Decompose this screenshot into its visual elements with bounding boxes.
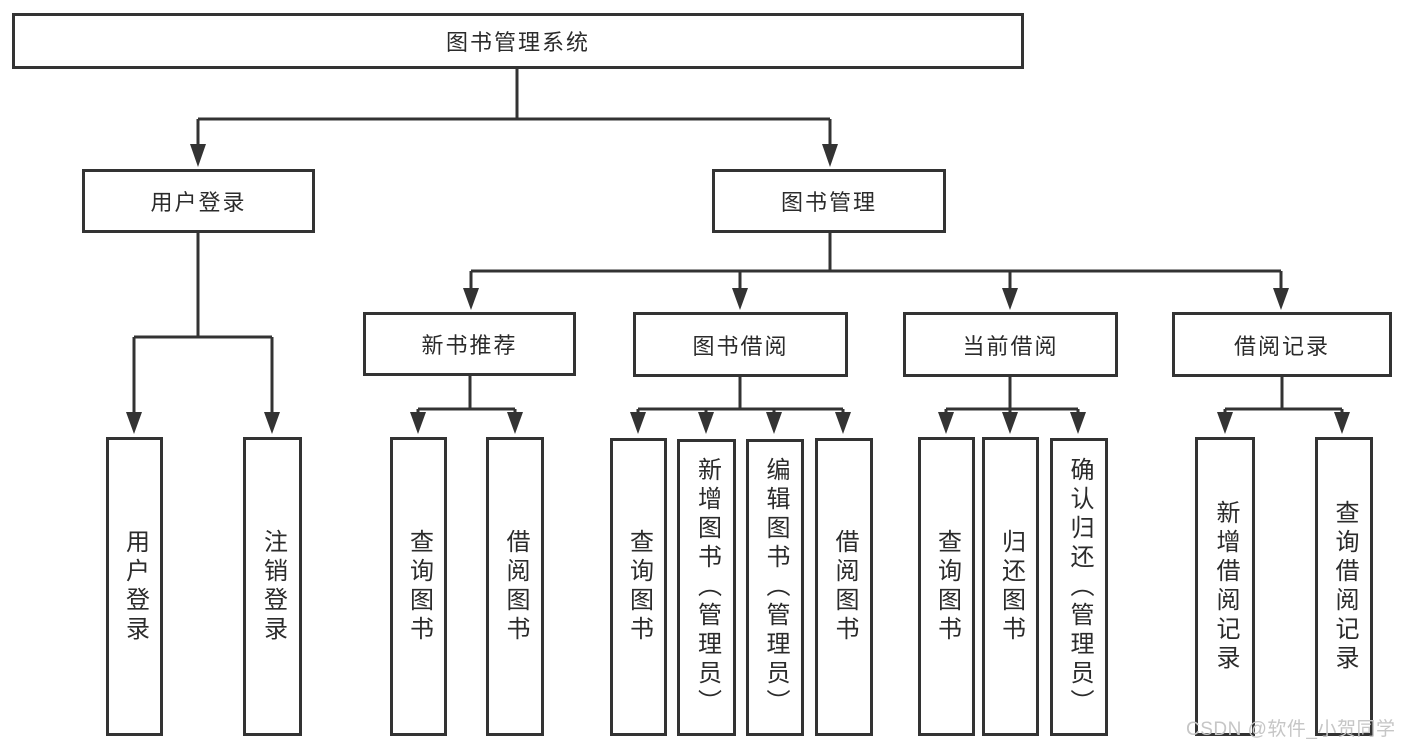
node-label: 注销登录 (259, 528, 287, 645)
node-label: 图书借阅 (692, 333, 789, 359)
node-nbr-query-books: 查询图书 (390, 437, 447, 736)
node-label: 新书推荐 (421, 333, 518, 358)
node-label: 确认归还（管理员） (1066, 456, 1093, 718)
node-label: 查询图书 (405, 528, 433, 645)
node-book-management: 图书管理 (712, 169, 946, 233)
node-label: 图书管理系统 (445, 30, 590, 55)
arrowhead-icons (126, 144, 1350, 434)
node-label: 编辑图书（管理员） (762, 457, 789, 718)
node-label: 归还图书 (997, 528, 1025, 645)
node-current-borrow: 当前借阅 (903, 312, 1118, 377)
node-root: 图书管理系统 (12, 13, 1024, 69)
node-label: 当前借阅 (962, 333, 1059, 359)
node-bb-edit-books-admin: 编辑图书（管理员） (746, 439, 804, 736)
node-br-add-record: 新增借阅记录 (1195, 437, 1255, 736)
node-label: 借阅图书 (831, 529, 858, 645)
node-label: 查询借阅记录 (1331, 499, 1358, 674)
node-bb-query-books: 查询图书 (610, 438, 667, 736)
node-cb-return-books: 归还图书 (982, 437, 1039, 736)
node-user-login-leaf: 用户登录 (106, 437, 163, 736)
node-label: 借阅记录 (1233, 333, 1330, 359)
connector-stems (132, 69, 1344, 414)
node-label: 新增图书（管理员） (693, 457, 721, 718)
node-borrow-records: 借阅记录 (1172, 312, 1392, 377)
node-label: 查询图书 (933, 528, 961, 645)
node-bb-add-books-admin: 新增图书（管理员） (677, 439, 736, 736)
node-label: 查询图书 (625, 529, 653, 645)
node-logout-leaf: 注销登录 (243, 437, 302, 736)
node-book-borrow: 图书借阅 (633, 312, 848, 377)
node-new-book-recommend: 新书推荐 (363, 312, 576, 376)
node-label: 图书管理 (780, 190, 877, 215)
node-cb-confirm-return-admin: 确认归还（管理员） (1050, 438, 1108, 736)
node-bb-borrow-books: 借阅图书 (815, 438, 873, 736)
node-label: 借阅图书 (502, 528, 529, 645)
node-cb-query-books: 查询图书 (918, 437, 975, 736)
watermark: CSDN @软件_小贺同学 (1186, 719, 1396, 740)
node-user-login: 用户登录 (82, 169, 315, 233)
node-br-query-record: 查询借阅记录 (1315, 437, 1373, 736)
node-nbr-borrow-books: 借阅图书 (486, 437, 544, 736)
node-label: 用户登录 (121, 528, 149, 645)
node-label: 新增借阅记录 (1212, 499, 1239, 674)
node-label: 用户登录 (150, 190, 247, 215)
